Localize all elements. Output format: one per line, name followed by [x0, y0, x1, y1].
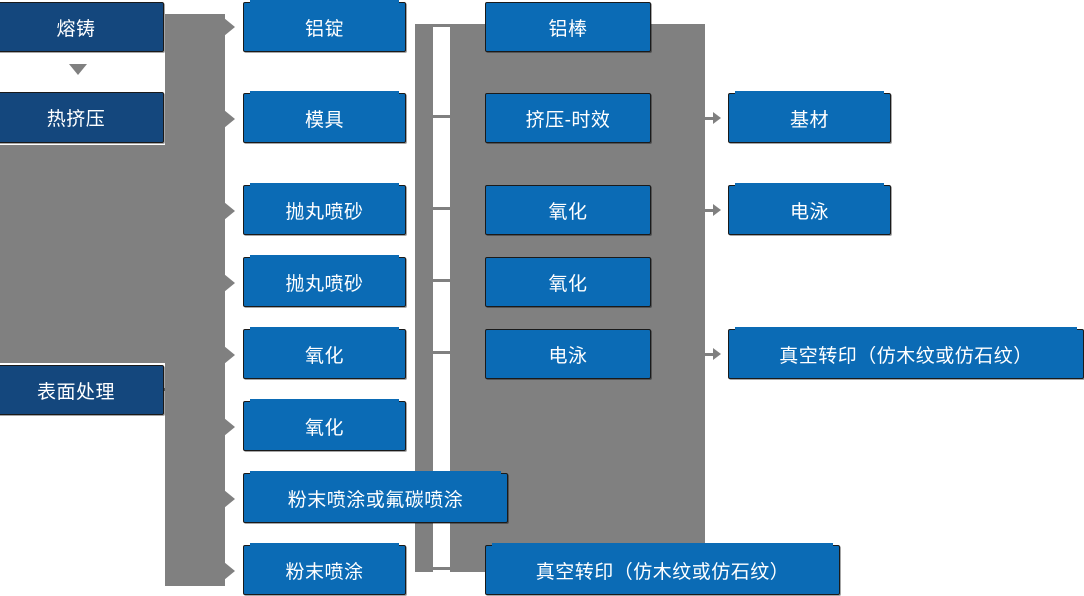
- stage-branch-arrow-1-icon: [224, 18, 235, 36]
- node-label: 热挤压: [46, 109, 106, 130]
- node-label: 粉末喷涂: [285, 561, 364, 583]
- node-label: 真空转印（仿木纹或仿石纹）: [535, 561, 790, 583]
- node-top-highlight: [250, 543, 399, 546]
- node-top-highlight: [250, 399, 399, 402]
- node-top-highlight: [250, 91, 399, 94]
- bracket-stub-4: [431, 279, 453, 282]
- output-arrow-1-icon: [713, 112, 721, 124]
- stage-branch-arrow-3-icon: [224, 202, 235, 220]
- detail-node-extrusion-aging[interactable]: 挤压-时效: [485, 93, 651, 143]
- stage-down-arrow-1-icon: [69, 64, 87, 75]
- process-node-powder-coating[interactable]: 粉末喷涂: [243, 543, 406, 595]
- stage-down-arrow-2-icon: [69, 337, 87, 348]
- node-label: 电泳: [548, 345, 588, 367]
- detail-node-oxidation-2[interactable]: 氧化: [485, 257, 651, 307]
- node-label: 真空转印（仿木纹或仿石纹）: [779, 345, 1033, 367]
- detail-node-oxidation-1[interactable]: 氧化: [485, 185, 651, 235]
- node-label: 熔铸: [56, 18, 96, 40]
- node-label: 抛丸喷砂: [285, 201, 364, 223]
- node-label: 氧化: [548, 273, 588, 295]
- node-top-highlight: [250, 183, 399, 186]
- node-label: 模具: [304, 109, 344, 131]
- output-arrow-3-icon: [713, 348, 721, 360]
- node-top-highlight: [735, 91, 884, 94]
- stage-node-melt-casting[interactable]: 熔铸: [0, 2, 164, 52]
- bracket-stub-1: [431, 24, 453, 27]
- process-node-oxidation-2[interactable]: 氧化: [243, 399, 406, 451]
- stage-branch-arrow-2-icon: [224, 110, 235, 128]
- stage-branch-arrow-8-icon: [224, 562, 235, 580]
- output-arrow-2-icon: [713, 204, 721, 216]
- node-label: 氧化: [304, 417, 344, 439]
- detail-node-aluminum-bar[interactable]: 铝棒: [485, 2, 651, 52]
- output-arrow-line-1: [705, 117, 717, 120]
- stage-branch-arrow-7-icon: [224, 490, 235, 508]
- node-label: 表面处理: [36, 381, 115, 403]
- node-top-highlight: [250, 471, 501, 474]
- stage-branch-arrow-4-icon: [224, 274, 235, 292]
- process-node-shot-blasting-1[interactable]: 抛丸喷砂: [243, 183, 406, 235]
- stage-node-surface-treatment[interactable]: 表面处理: [0, 365, 164, 415]
- node-label: 氧化: [548, 201, 588, 223]
- process-node-aluminum-ingot[interactable]: 铝锭: [243, 0, 406, 52]
- node-top-highlight: [250, 327, 399, 330]
- node-label: 基材: [789, 109, 829, 131]
- output-node-vacuum-transfer-printing[interactable]: 真空转印（仿木纹或仿石纹）: [728, 327, 1084, 379]
- output-arrow-line-2: [705, 209, 717, 212]
- node-label: 电泳: [789, 201, 829, 223]
- node-label: 铝棒: [548, 18, 588, 40]
- node-label: 挤压-时效: [525, 109, 611, 131]
- detail-node-electrophoresis[interactable]: 电泳: [485, 329, 651, 379]
- output-node-base-material[interactable]: 基材: [728, 91, 891, 143]
- bracket-stub-3: [431, 207, 453, 210]
- process-node-shot-blasting-2[interactable]: 抛丸喷砂: [243, 255, 406, 307]
- node-top-highlight: [492, 543, 833, 546]
- node-top-highlight: [250, 255, 399, 258]
- bracket-stub-6: [431, 567, 453, 570]
- detail-node-vacuum-transfer-printing[interactable]: 真空转印（仿木纹或仿石纹）: [485, 543, 840, 595]
- node-top-highlight: [735, 183, 884, 186]
- surface-treatment-stub: [160, 388, 190, 391]
- stage-node-hot-extrusion[interactable]: 热挤压: [0, 92, 164, 143]
- output-arrow-line-3: [705, 353, 717, 356]
- stage-branch-arrow-6-icon: [224, 418, 235, 436]
- bracket-stub-5: [431, 351, 453, 354]
- output-node-electrophoresis[interactable]: 电泳: [728, 183, 891, 235]
- node-label: 铝锭: [304, 18, 344, 40]
- node-top-highlight: [735, 327, 1077, 330]
- stage-branch-arrow-5-icon: [224, 346, 235, 364]
- node-label: 抛丸喷砂: [285, 273, 364, 295]
- node-top-highlight: [250, 0, 399, 3]
- stage-branch-band-top-extension: [0, 145, 225, 363]
- process-node-powder-or-fluorocarbon-coating[interactable]: 粉末喷涂或氟碳喷涂: [243, 471, 508, 523]
- process-bracket-bar: [415, 24, 433, 572]
- process-node-oxidation-1[interactable]: 氧化: [243, 327, 406, 379]
- bracket-stub-2: [431, 115, 453, 118]
- process-node-mold[interactable]: 模具: [243, 91, 406, 143]
- node-label: 氧化: [304, 345, 344, 367]
- node-label: 粉末喷涂或氟碳喷涂: [287, 489, 464, 511]
